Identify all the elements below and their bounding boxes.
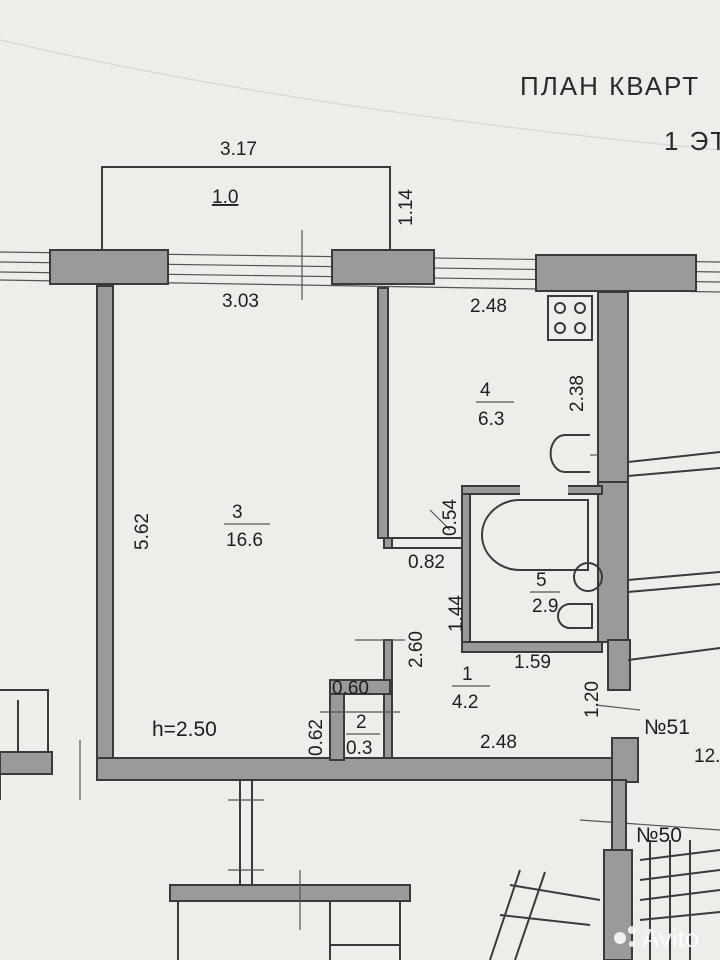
dim-room3-length: 5.62	[132, 513, 153, 550]
kitchen-sink	[549, 434, 590, 473]
watermark-text: Avito	[642, 923, 699, 953]
room-area-3: 16.6	[226, 530, 263, 551]
wall-corner	[611, 737, 639, 783]
wall-partition	[383, 639, 393, 759]
closet-wall-left	[329, 693, 345, 761]
dim-kitchen-depth: 2.38	[567, 375, 588, 412]
ceiling-height: h=2.50	[152, 718, 217, 741]
dimension-ticks	[79, 509, 720, 831]
closet-wall-top	[329, 679, 391, 695]
room-number-5: 5	[536, 570, 547, 591]
wall-left	[96, 285, 114, 765]
wall-pier	[535, 254, 697, 292]
wall-bath-right	[597, 481, 629, 643]
balcony-outline	[101, 166, 391, 252]
dim-closet-depth: 0.62	[306, 719, 327, 756]
room-number-1: 1	[462, 664, 473, 685]
room-number-3: 3	[232, 502, 243, 523]
stove-icon	[547, 295, 593, 341]
dim-bath-offset: 0.82	[408, 552, 445, 573]
room-number-2: 2	[356, 712, 367, 733]
bathroom-door	[520, 484, 568, 496]
neighbour-wall	[627, 467, 720, 477]
room-area-5: 2.9	[532, 596, 558, 617]
dim-hall-width: 2.48	[480, 732, 517, 753]
dim-hall-length: 2.60	[406, 631, 427, 668]
hall-partition	[388, 537, 462, 549]
bathtub	[481, 499, 589, 571]
dim-hall-side: 1.20	[582, 681, 603, 718]
dim-balcony-depth: 1.14	[396, 189, 417, 226]
wall-bottom	[96, 757, 638, 781]
room-area-4: 6.3	[478, 409, 504, 430]
dim-closet-width: 0.60	[332, 678, 369, 699]
room-area-2: 0.3	[346, 738, 372, 759]
apartment-number-current: №51	[644, 716, 690, 739]
exterior-wall	[0, 249, 720, 293]
avito-logo: Avito	[614, 923, 699, 953]
plan-title-line2: 1 ЭТ	[664, 126, 720, 156]
dim-stair: 12.	[694, 746, 720, 767]
bathroom-wall-bottom	[461, 641, 603, 653]
wall-hall-right	[607, 639, 631, 691]
dim-bath-depth: 0.54	[440, 499, 461, 536]
neighbour-wall	[627, 451, 720, 463]
toilet	[557, 603, 593, 629]
lower-section	[0, 689, 720, 960]
room-number-balcony: 1.0	[212, 187, 238, 208]
wall-partition	[377, 287, 389, 539]
bath-tap	[573, 562, 603, 592]
neighbour-wall	[627, 583, 720, 593]
plan-title-line1: ПЛАН КВАРТ	[520, 71, 700, 101]
wall-pier	[49, 249, 169, 285]
dim-room3-width: 3.03	[222, 291, 259, 312]
dim-bath-width: 1.59	[514, 652, 551, 673]
dim-balcony-width: 3.17	[220, 139, 257, 160]
neighbour-wall	[627, 571, 720, 581]
wall-pier	[331, 249, 435, 285]
dim-bath-side: 1.44	[446, 595, 467, 632]
room-number-4: 4	[480, 380, 491, 401]
wall-kitchen-right	[597, 291, 629, 483]
dim-kitchen-width: 2.48	[470, 296, 507, 317]
grid-line	[0, 39, 720, 151]
apartment-number-below: №50	[636, 824, 682, 847]
neighbour-wall	[627, 647, 720, 661]
room-area-1: 4.2	[452, 692, 478, 713]
